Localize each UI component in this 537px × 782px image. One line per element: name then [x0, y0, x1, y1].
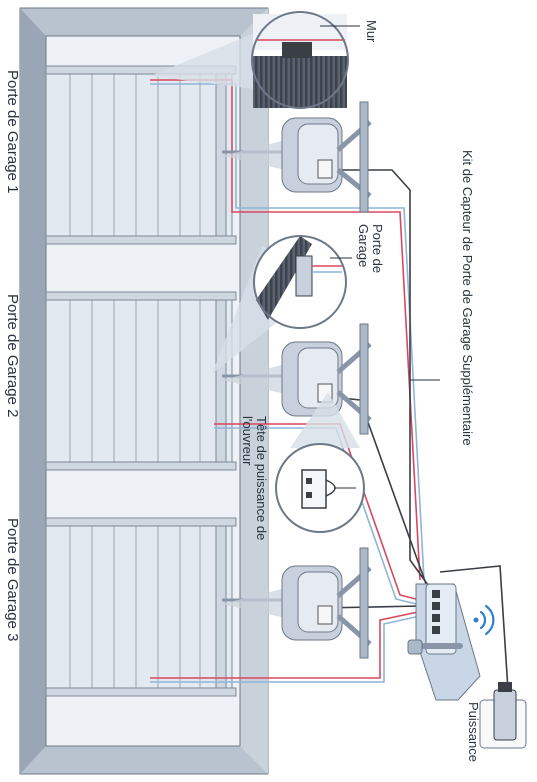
door-2-label: Porte de Garage 2 — [4, 294, 21, 418]
wifi-icon — [473, 604, 495, 636]
sensor-hub — [407, 583, 481, 701]
opener-head-label-line1: Tête de puissance de — [254, 416, 269, 541]
garage-door-detail-label-line2: Garage — [356, 224, 371, 268]
door-3-label: Porte de Garage 3 — [4, 518, 21, 642]
power-label: Puissance — [466, 702, 481, 762]
door-1-label: Porte de Garage 1 — [4, 70, 21, 194]
garage-door-detail-label-line1: Porte de — [370, 224, 385, 274]
wall-detail-circle — [150, 11, 360, 109]
power-adapter — [479, 682, 527, 749]
garage-door-1 — [45, 65, 237, 245]
wall-label: Mur — [364, 20, 379, 43]
door-detail-circle — [212, 235, 352, 374]
garage-door-3 — [45, 517, 237, 697]
opener-1 — [222, 101, 372, 213]
kit-label: Kit de Capteur de Porte de Garage Supplé… — [460, 150, 475, 446]
opener-3 — [222, 547, 372, 659]
opener-head-detail-circle — [275, 392, 365, 533]
opener-head-label-line2: l'ouvreur — [240, 416, 255, 466]
garage-door-2 — [45, 291, 237, 471]
